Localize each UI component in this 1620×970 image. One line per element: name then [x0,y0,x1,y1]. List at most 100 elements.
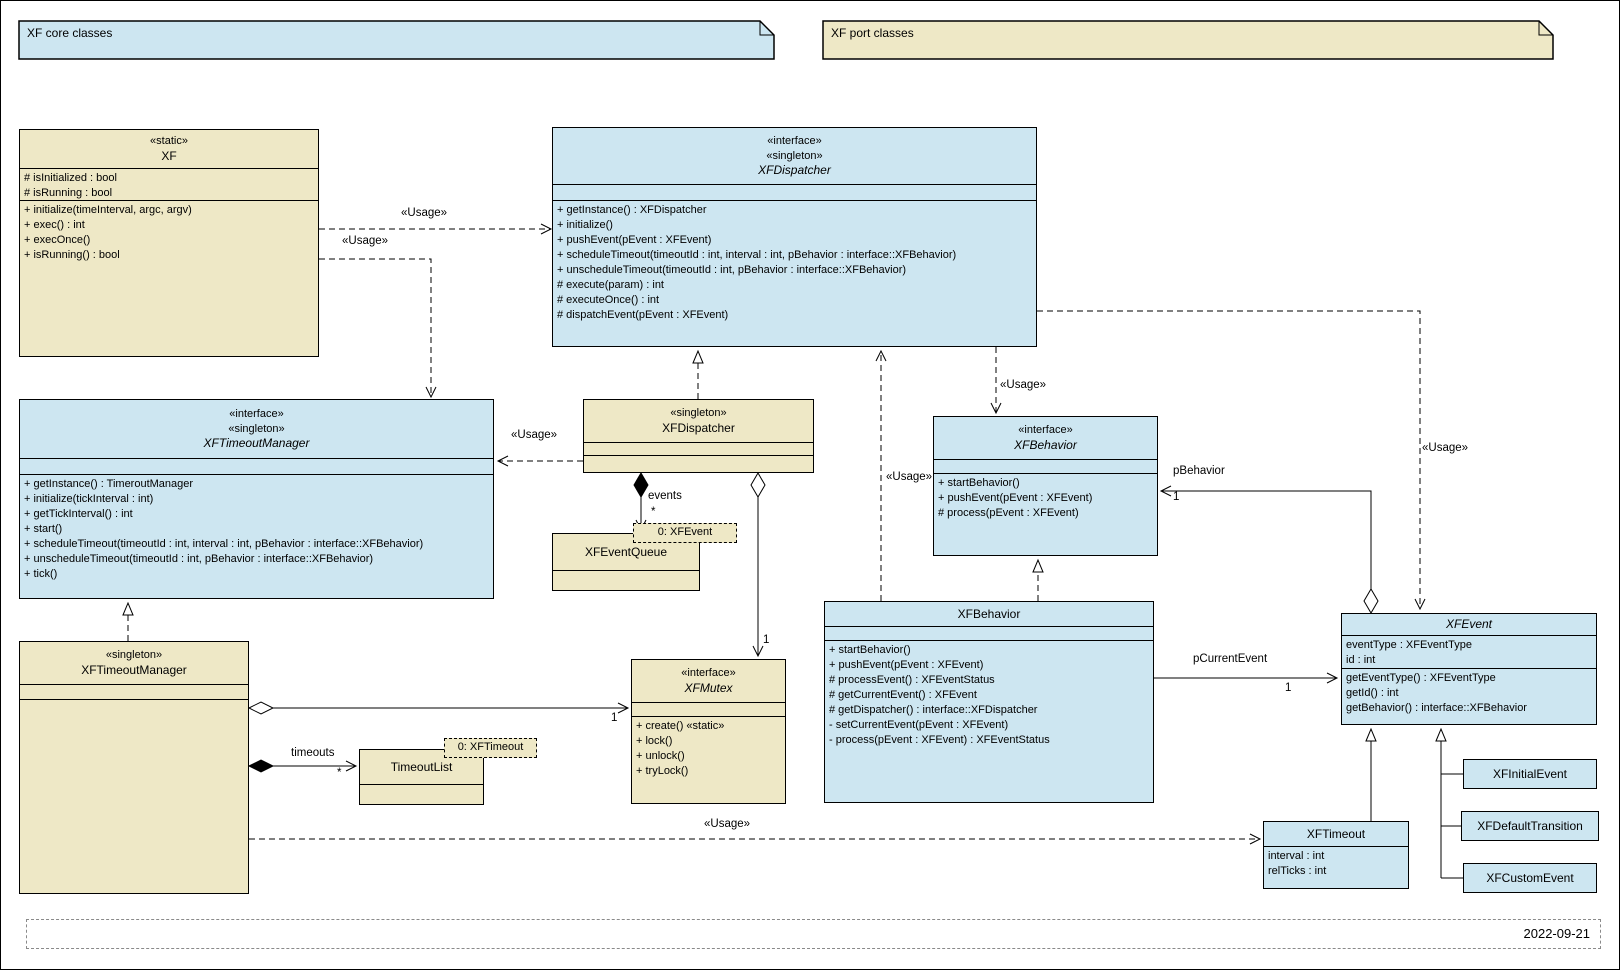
multiplicity-pbehavior: 1 [1173,491,1180,503]
member-line: + execOnce() [24,233,91,246]
member-line: # isRunning : bool [24,186,113,199]
member-line: «interface» [767,134,822,147]
usage-label-xfdispatcher-xftimeoutmanager: «Usage» [511,429,558,441]
class-xfinitialevent-header: XFInitialEvent [1464,760,1596,788]
member-line: + lock() [636,734,673,747]
member-line: getEventType() : XFEventType [1346,672,1496,684]
member-line: # getCurrentEvent() : XFEvent [829,688,977,701]
member-line: relTicks : int [1268,864,1327,877]
member-line: # isInitialized : bool [24,172,117,184]
role-label-pbehavior: pBehavior [1173,465,1225,477]
member-line: + unlock() [636,749,685,762]
member-line: «singleton» [670,407,727,420]
member-line: + pushEvent(pEvent : XFEvent) [938,491,1093,504]
class-xfevent-header: XFEvent [1342,614,1596,635]
class-timeoutlist: TimeoutList [359,749,484,805]
aggregation-diamond-timeoutmanager-mutex [247,701,275,715]
interface-xfmutex-name: XFMutex [684,680,733,695]
member-line: + pushEvent(pEvent : XFEvent) [557,233,712,246]
usage-label-xf-xftimeoutmanager: «Usage» [342,235,389,247]
footer-date: 2022-09-21 [1523,926,1591,941]
interface-xfmutex-header: «interface» XFMutex [632,660,785,702]
member-line: «singleton» [228,422,285,435]
member-line: # executeOnce() : int [557,293,660,306]
member-line: + isRunning() : bool [24,248,120,261]
interface-xftimeoutmanager-operations: + getInstance() : TimeroutManager+ initi… [20,474,493,598]
class-xfdispatcher-singleton-attributes [584,442,813,455]
member-line: # processEvent() : XFEventStatus [829,673,995,686]
role-label-pcurrentevent: pCurrentEvent [1193,653,1268,665]
interface-xfdispatcher: «interface»«singleton» XFDispatcher + ge… [552,127,1037,347]
class-xfevent-attributes: eventType : XFEventType id : int [1342,635,1596,668]
interface-xfdispatcher-header: «interface» «singleton» XFDispatcher [553,128,1036,184]
class-xfeventqueue-header: XFEventQueue [553,534,699,570]
member-line: + start() [24,522,63,535]
class-xf-header: «static» XF [20,130,318,168]
member-line: + unscheduleTimeout(timeoutId : int, pBe… [557,263,907,276]
class-xfevent-name: XFEvent [1445,617,1493,631]
class-timeoutlist-name: TimeoutList [390,759,453,774]
aggregation-diamond-pbehavior [1363,588,1379,614]
interface-xftimeoutmanager-name: XFTimeoutManager [203,436,310,451]
class-xfbehavior-header: XFBehavior [825,602,1153,626]
role-label-timeouts: timeouts [291,747,335,759]
class-xfbehavior-name: XFBehavior [957,606,1021,621]
interface-xfbehavior: «interface» XFBehavior + startBehavior()… [933,416,1158,556]
multiplicity-pcurrentevent: 1 [1285,682,1292,694]
usage-label-xftimeoutmanager-xftimeout: «Usage» [704,818,751,830]
class-xfbehavior-attributes [825,626,1153,640]
member-line: «singleton» [766,149,823,162]
footer-date-box: 2022-09-21 [26,919,1601,949]
interface-xftimeoutmanager: «interface»«singleton» XFTimeoutManager … [19,399,494,599]
member-line: «static» [150,135,188,148]
interface-xfbehavior-attributes [934,459,1157,473]
class-xfdispatcher-singleton-header: «singleton» XFDispatcher [584,400,813,442]
member-line: eventType : XFEventType [1346,639,1472,651]
interface-xftimeoutmanager-stereotypes: «interface»«singleton» [23,407,490,437]
class-xfeventqueue-name: XFEventQueue [584,544,668,559]
class-xftimeout: XFTimeout interval : int relTicks : int [1263,821,1409,889]
class-xftimeoutmanager-singleton-attributes [20,684,248,699]
class-xfdispatcher-singleton: «singleton» XFDispatcher [583,399,814,473]
member-line: + startBehavior() [938,477,1020,489]
interface-xfmutex: «interface» XFMutex + create() «static»+… [631,659,786,804]
aggregation-diamond-dispatcher-mutex [750,472,766,498]
multiplicity-dispatcher-mutex: 1 [763,634,770,646]
member-line: «interface» [681,667,736,680]
class-xftimeout-name: XFTimeout [1306,826,1366,841]
interface-xfbehavior-name: XFBehavior [1014,437,1077,452]
member-line: «interface» [1018,424,1073,437]
class-xfinitialevent-name: XFInitialEvent [1492,766,1568,781]
member-line: interval : int [1268,850,1325,862]
class-xftimeout-header: XFTimeout [1264,822,1408,846]
member-line: + initialize(timeInterval, argc, argv) [24,204,192,216]
class-xftimeoutmanager-singleton-stereotypes: «singleton» [23,648,245,663]
usage-label-xfbehavior-xfdispatcher: «Usage» [886,471,933,483]
usage-label-xf-xfdispatcher: «Usage» [401,207,448,219]
member-line: # getDispatcher() : interface::XFDispatc… [829,703,1038,716]
member-line: + initialize() [557,218,613,231]
interface-xfdispatcher-name: XFDispatcher [758,163,831,178]
interface-xfdispatcher-attributes [553,184,1036,200]
member-line: # execute(param) : int [557,278,664,291]
class-xfeventqueue-body [553,570,699,590]
member-line: + scheduleTimeout(timeoutId : int, inter… [557,248,957,261]
note-port-classes: XF port classes [831,26,914,40]
interface-xfbehavior-stereotypes: «interface» [937,423,1154,438]
object-xftimeout-instance: 0: XFTimeout [444,738,537,758]
interface-xfmutex-stereotypes: «interface» [635,666,782,681]
class-xfcustomevent-name: XFCustomEvent [1486,870,1574,885]
class-xfinitialevent: XFInitialEvent [1463,759,1597,789]
multiplicity-timeouts: * [337,767,342,779]
member-line: getBehavior() : interface::XFBehavior [1346,701,1527,714]
member-line: id : int [1346,653,1376,666]
role-label-events: events [648,490,682,502]
member-line: + tryLock() [636,764,689,777]
interface-xfdispatcher-stereotypes: «interface» «singleton» [556,134,1033,164]
composition-diamond-events [633,472,649,498]
class-xfdefaulttransition-header: XFDefaultTransition [1462,812,1598,840]
class-timeoutlist-header: TimeoutList [360,750,483,784]
member-line: # dispatchEvent(pEvent : XFEvent) [557,308,729,321]
interface-xfbehavior-operations: + startBehavior() + pushEvent(pEvent : XF… [934,473,1157,555]
